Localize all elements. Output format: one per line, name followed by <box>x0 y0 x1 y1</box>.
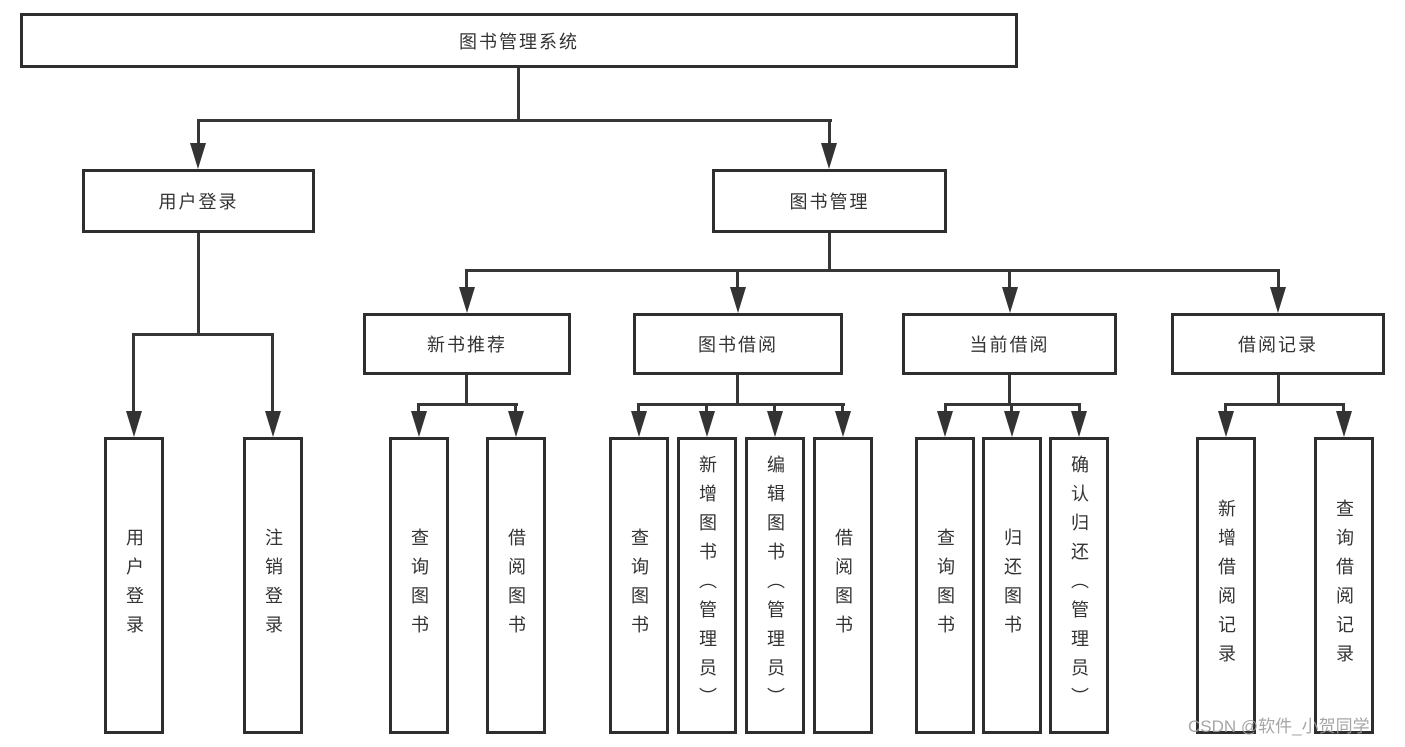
node-current-borrowing: 当前借阅 <box>902 313 1117 375</box>
node-borrowing-records: 借阅记录 <box>1171 313 1385 375</box>
leaf-logout: 注销登录 <box>243 437 303 734</box>
connector-arrow <box>937 411 953 437</box>
node-book-management-label: 图书管理 <box>789 192 870 212</box>
leaf-query-books-recommend: 查询图书 <box>389 437 449 734</box>
node-new-book-recommend: 新书推荐 <box>363 313 571 375</box>
connector-arrow <box>730 287 746 313</box>
connector-arrow <box>1002 287 1018 313</box>
leaf-add-borrow-record: 新增借阅记录 <box>1196 437 1256 734</box>
leaf-confirm-return-admin: 确认归还（管理员） <box>1049 437 1109 734</box>
connector-line <box>637 403 640 415</box>
connector-line <box>465 269 468 291</box>
connector-line <box>705 403 708 415</box>
connector-line <box>132 333 135 415</box>
connector-line <box>1010 403 1013 415</box>
connector-arrow <box>1071 411 1087 437</box>
node-new-book-recommend-label: 新书推荐 <box>427 335 507 355</box>
leaf-query-books-current-label: 查询图书 <box>935 527 955 644</box>
node-book-management: 图书管理 <box>712 169 947 233</box>
leaf-return-books: 归还图书 <box>982 437 1042 734</box>
node-book-borrowing: 图书借阅 <box>633 313 843 375</box>
connector-arrow <box>411 411 427 437</box>
leaf-edit-books-admin-label: 编辑图书（管理员） <box>765 455 785 716</box>
connector-line <box>1277 375 1280 405</box>
node-root-label: 图书管理系统 <box>459 31 579 52</box>
connector-arrow <box>699 411 715 437</box>
connector-arrow <box>190 143 206 169</box>
leaf-query-borrow-record-label: 查询借阅记录 <box>1334 498 1354 673</box>
leaf-query-books-current: 查询图书 <box>915 437 975 734</box>
connector-arrow <box>1218 411 1234 437</box>
connector-arrow <box>1004 411 1020 437</box>
node-root: 图书管理系统 <box>20 13 1018 68</box>
leaf-query-borrow-record: 查询借阅记录 <box>1314 437 1374 734</box>
leaf-borrow-books-label: 借阅图书 <box>833 527 853 644</box>
connector-line <box>828 233 831 271</box>
connector-line <box>417 403 518 406</box>
connector-line <box>828 119 831 149</box>
leaf-user-login: 用户登录 <box>104 437 164 734</box>
connector-arrow <box>126 411 142 437</box>
leaf-borrow-books-recommend-label: 借阅图书 <box>506 527 526 644</box>
leaf-query-books-borrowing-label: 查询图书 <box>629 527 649 644</box>
connector-arrow <box>459 287 475 313</box>
leaf-edit-books-admin: 编辑图书（管理员） <box>745 437 805 734</box>
connector-line <box>1277 269 1280 291</box>
node-borrowing-records-label: 借阅记录 <box>1238 335 1318 355</box>
connector-line <box>736 269 739 291</box>
connector-arrow <box>508 411 524 437</box>
leaf-query-books-recommend-label: 查询图书 <box>409 527 429 644</box>
connector-line <box>197 119 832 122</box>
connector-arrow <box>631 411 647 437</box>
connector-line <box>944 403 947 415</box>
leaf-return-books-label: 归还图书 <box>1002 527 1022 644</box>
node-user-login-label: 用户登录 <box>158 192 239 212</box>
connector-line <box>637 403 845 406</box>
connector-arrow <box>821 143 837 169</box>
connector-line <box>417 403 420 415</box>
leaf-add-borrow-record-label: 新增借阅记录 <box>1216 498 1236 673</box>
connector-line <box>1224 403 1227 415</box>
connector-arrow <box>1270 287 1286 313</box>
leaf-confirm-return-admin-label: 确认归还（管理员） <box>1069 455 1089 716</box>
connector-line <box>1008 375 1011 405</box>
node-user-login: 用户登录 <box>82 169 315 233</box>
connector-line <box>1078 403 1081 415</box>
connector-arrow <box>1336 411 1352 437</box>
leaf-add-books-admin: 新增图书（管理员） <box>677 437 737 734</box>
connector-arrow <box>265 411 281 437</box>
connector-line <box>841 403 844 415</box>
connector-line <box>514 403 517 415</box>
connector-line <box>517 68 520 120</box>
leaf-query-books-borrowing: 查询图书 <box>609 437 669 734</box>
connector-line <box>1008 269 1011 291</box>
connector-line <box>465 269 1280 272</box>
connector-line <box>736 375 739 405</box>
connector-line <box>197 233 200 335</box>
leaf-add-books-admin-label: 新增图书（管理员） <box>697 455 717 716</box>
connector-arrow <box>767 411 783 437</box>
connector-line <box>1342 403 1345 415</box>
connector-line <box>1224 403 1345 406</box>
connector-line <box>197 119 200 149</box>
leaf-borrow-books-recommend: 借阅图书 <box>486 437 546 734</box>
connector-line <box>773 403 776 415</box>
leaf-borrow-books: 借阅图书 <box>813 437 873 734</box>
node-current-borrowing-label: 当前借阅 <box>969 335 1050 355</box>
node-book-borrowing-label: 图书借阅 <box>698 335 778 355</box>
csdn-watermark: CSDN @软件_小贺同学 <box>1188 717 1370 736</box>
connector-arrow <box>835 411 851 437</box>
leaf-logout-label: 注销登录 <box>263 527 283 644</box>
connector-line <box>465 375 468 405</box>
connector-line <box>132 333 274 336</box>
leaf-user-login-label: 用户登录 <box>124 527 144 644</box>
connector-line <box>271 333 274 415</box>
